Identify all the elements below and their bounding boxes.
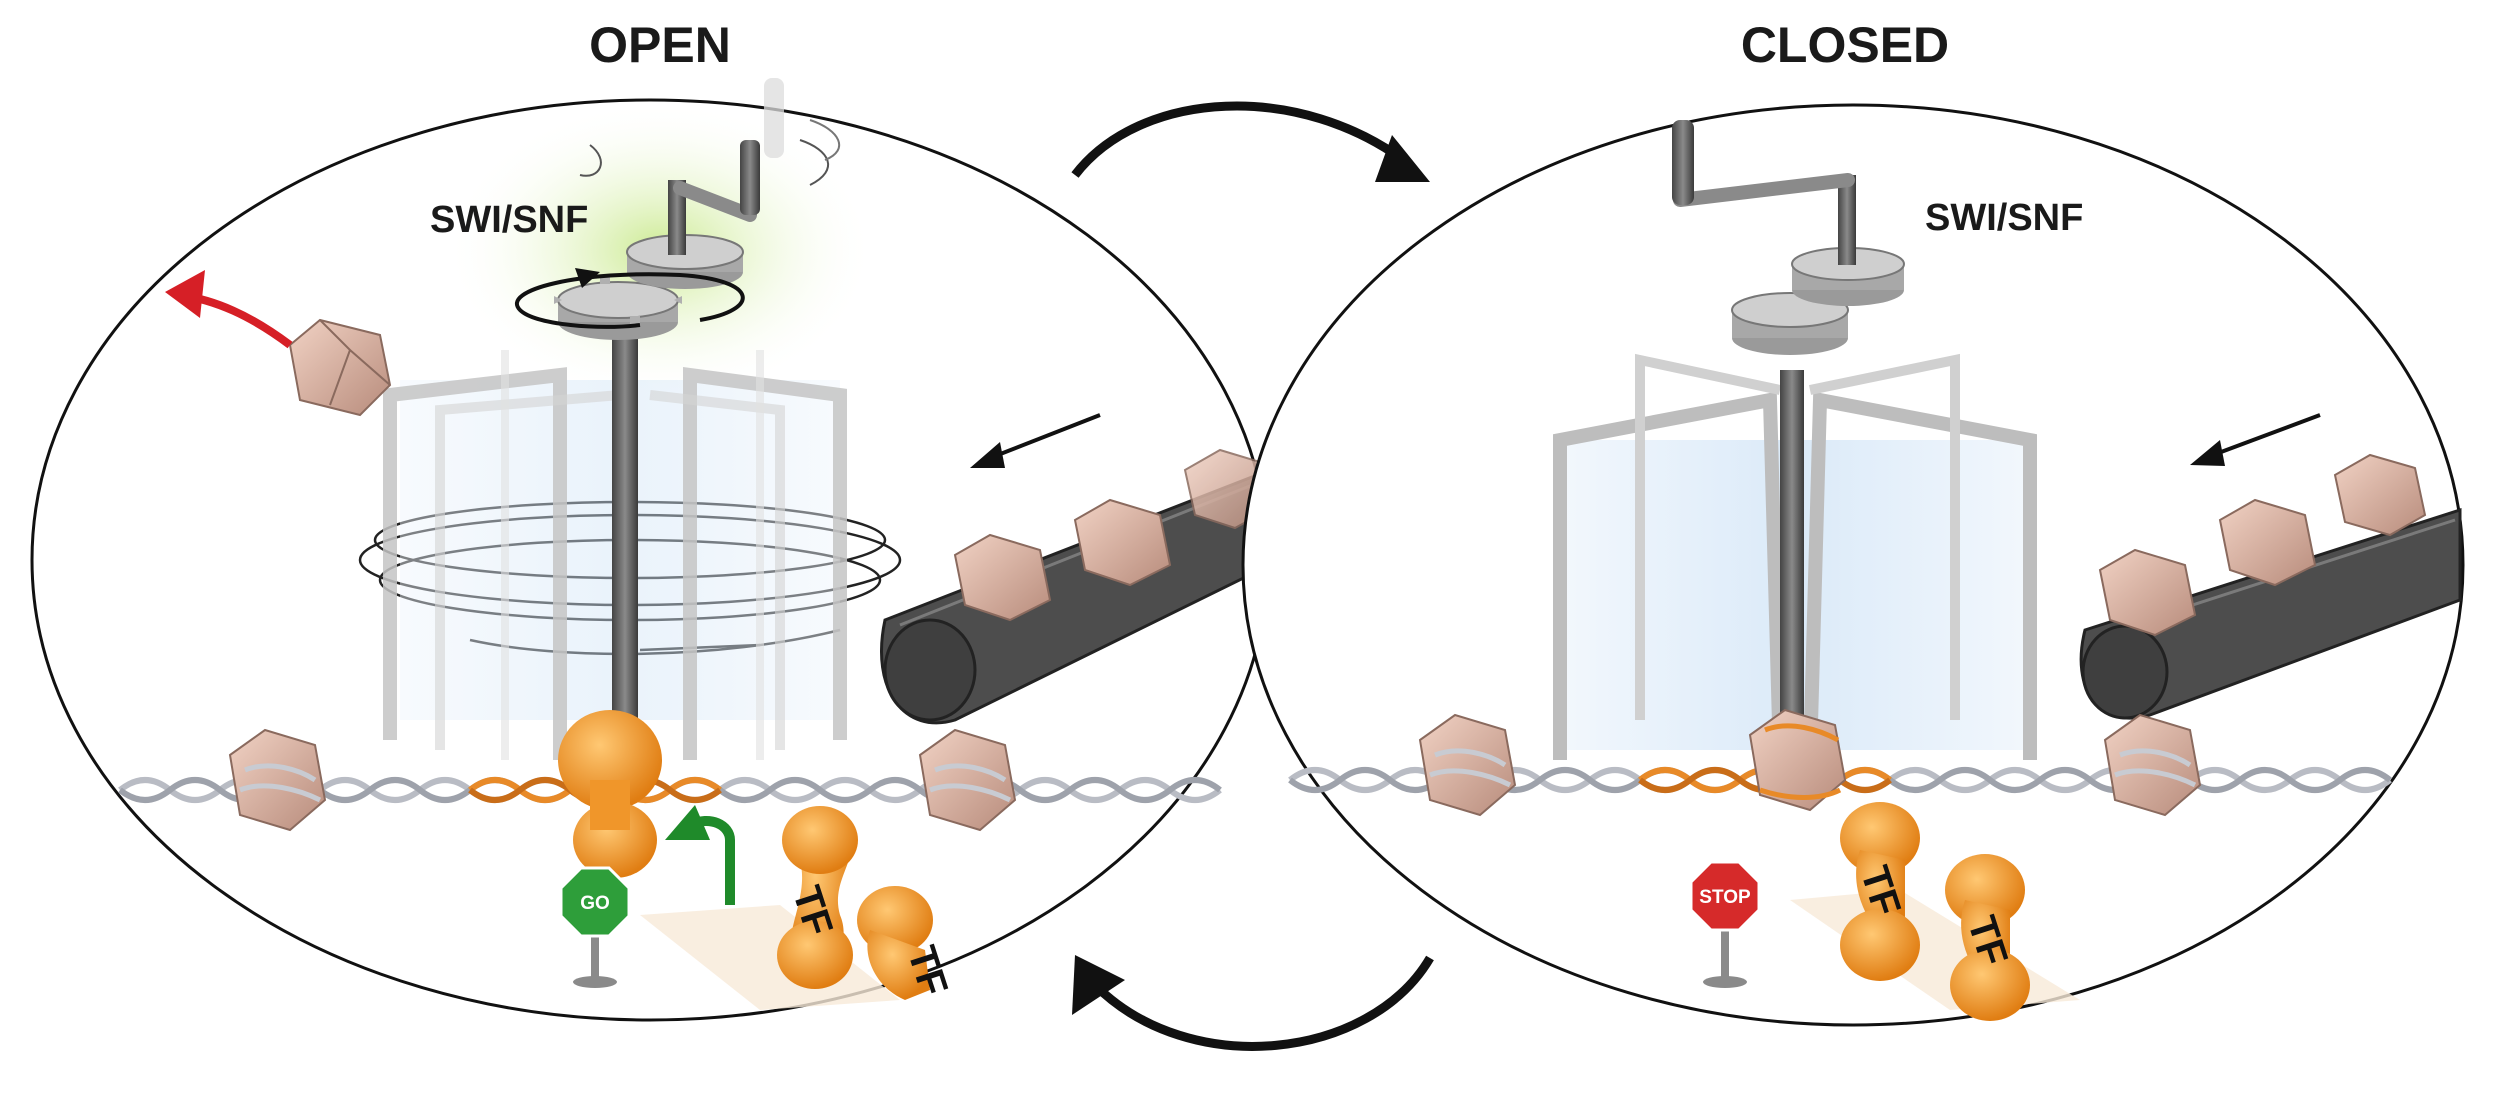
nucleosome-icon-closed: [1418, 708, 2202, 817]
door-axle: [612, 320, 638, 740]
nucleosome-on-belt-closed: [2098, 453, 2427, 637]
incoming-arrow-icon-closed: [2204, 413, 2321, 460]
gear-icon-closed: [1731, 247, 1905, 355]
crank-handle-icon: [579, 78, 840, 255]
door-axle-closed: [1780, 370, 1804, 750]
rotation-arrow-icon: [515, 272, 745, 329]
ejected-nucleosome-icon: [288, 318, 392, 417]
closed-panel-title: CLOSED: [1741, 17, 1949, 73]
closed-panel: SWI/SNF: [1241, 103, 2465, 1027]
polymerase-icon: [558, 710, 662, 878]
transcription-factor-icon: TF TF: [777, 806, 956, 1001]
incoming-arrow-icon: [984, 413, 1101, 462]
open-swi-snf-label: SWI/SNF: [430, 199, 588, 241]
nucleosome-icon: [228, 728, 1017, 832]
stop-sign-icon: STOP: [1689, 860, 1761, 988]
open-panel-title: OPEN: [589, 17, 731, 73]
go-sign-label: GO: [580, 893, 610, 914]
gear-icon: [554, 234, 744, 340]
cycle-arrow-top-icon: [1071, 101, 1430, 182]
closed-swi-snf-label: SWI/SNF: [1925, 197, 2083, 239]
crank-handle-icon-closed: [1672, 120, 1856, 265]
open-panel: SWI/SNF: [30, 78, 1272, 1022]
cycle-arrow-bottom-icon: [1072, 955, 1434, 1051]
transcription-factor-icon-closed: TF TF: [1840, 802, 2030, 1021]
stop-sign-label: STOP: [1699, 887, 1751, 908]
go-sign-icon: GO: [559, 866, 631, 988]
